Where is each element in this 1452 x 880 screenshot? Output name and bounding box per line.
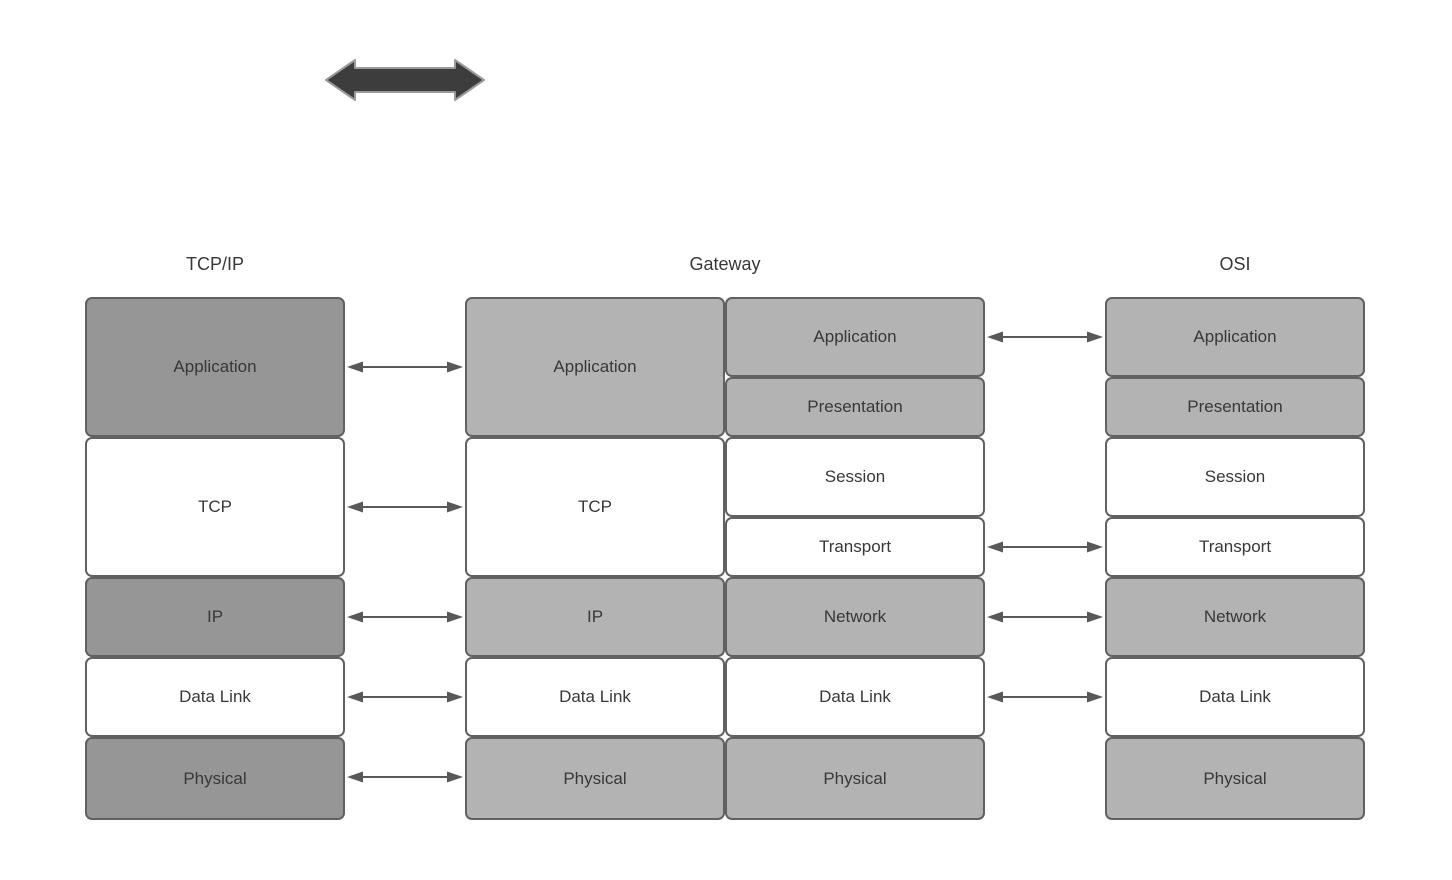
- gateway-right-layer-data-link: Data Link: [725, 657, 985, 737]
- gateway-right-layer-session: Session: [725, 437, 985, 517]
- gateway-right-layer-transport: Transport: [725, 517, 985, 577]
- gateway-osi-arrow-data-link-icon: [987, 691, 1103, 703]
- osi-layer-session: Session: [1105, 437, 1365, 517]
- gateway-right-layer-presentation: Presentation: [725, 377, 985, 437]
- gateway-osi-arrow-transport-icon: [987, 541, 1103, 553]
- gateway-left-layer-tcp: TCP: [465, 437, 725, 577]
- column-header-osi: OSI: [1219, 254, 1251, 274]
- tcpip-layer-application: Application: [85, 297, 345, 437]
- osi-layer-application: Application: [1105, 297, 1365, 377]
- gateway-left-layer-data-link: Data Link: [465, 657, 725, 737]
- tcpip-layer-data-link: Data Link: [85, 657, 345, 737]
- gateway-right-layer-application: Application: [725, 297, 985, 377]
- gateway-left-layer-physical: Physical: [465, 737, 725, 820]
- tcpip-layer-tcp: TCP: [85, 437, 345, 577]
- osi-layer-transport: Transport: [1105, 517, 1365, 577]
- osi-layer-network: Network: [1105, 577, 1365, 657]
- tcpip-gateway-arrow-tcp-icon: [347, 501, 463, 513]
- tcpip-gateway-arrow-application-icon: [347, 361, 463, 373]
- tcpip-layer-physical: Physical: [85, 737, 345, 820]
- osi-layer-data-link: Data Link: [1105, 657, 1365, 737]
- tcpip-layer-ip: IP: [85, 577, 345, 657]
- osi-layer-physical: Physical: [1105, 737, 1365, 820]
- gateway-left-layer-application: Application: [465, 297, 725, 437]
- osi-layer-presentation: Presentation: [1105, 377, 1365, 437]
- gateway-osi-arrow-network-icon: [987, 611, 1103, 623]
- gateway-right-layer-network: Network: [725, 577, 985, 657]
- column-header-gateway: Gateway: [689, 254, 761, 274]
- tcpip-gateway-arrow-data-link-icon: [347, 691, 463, 703]
- tcpip-gateway-arrow-physical-icon: [347, 771, 463, 783]
- tcpip-gateway-arrow-ip-icon: [347, 611, 463, 623]
- gateway-left-layer-ip: IP: [465, 577, 725, 657]
- column-header-tcpip: TCP/IP: [185, 254, 244, 274]
- thick-double-headed-arrow-icon: [325, 59, 485, 101]
- gateway-right-layer-physical: Physical: [725, 737, 985, 820]
- gateway-osi-arrow-application-icon: [987, 331, 1103, 343]
